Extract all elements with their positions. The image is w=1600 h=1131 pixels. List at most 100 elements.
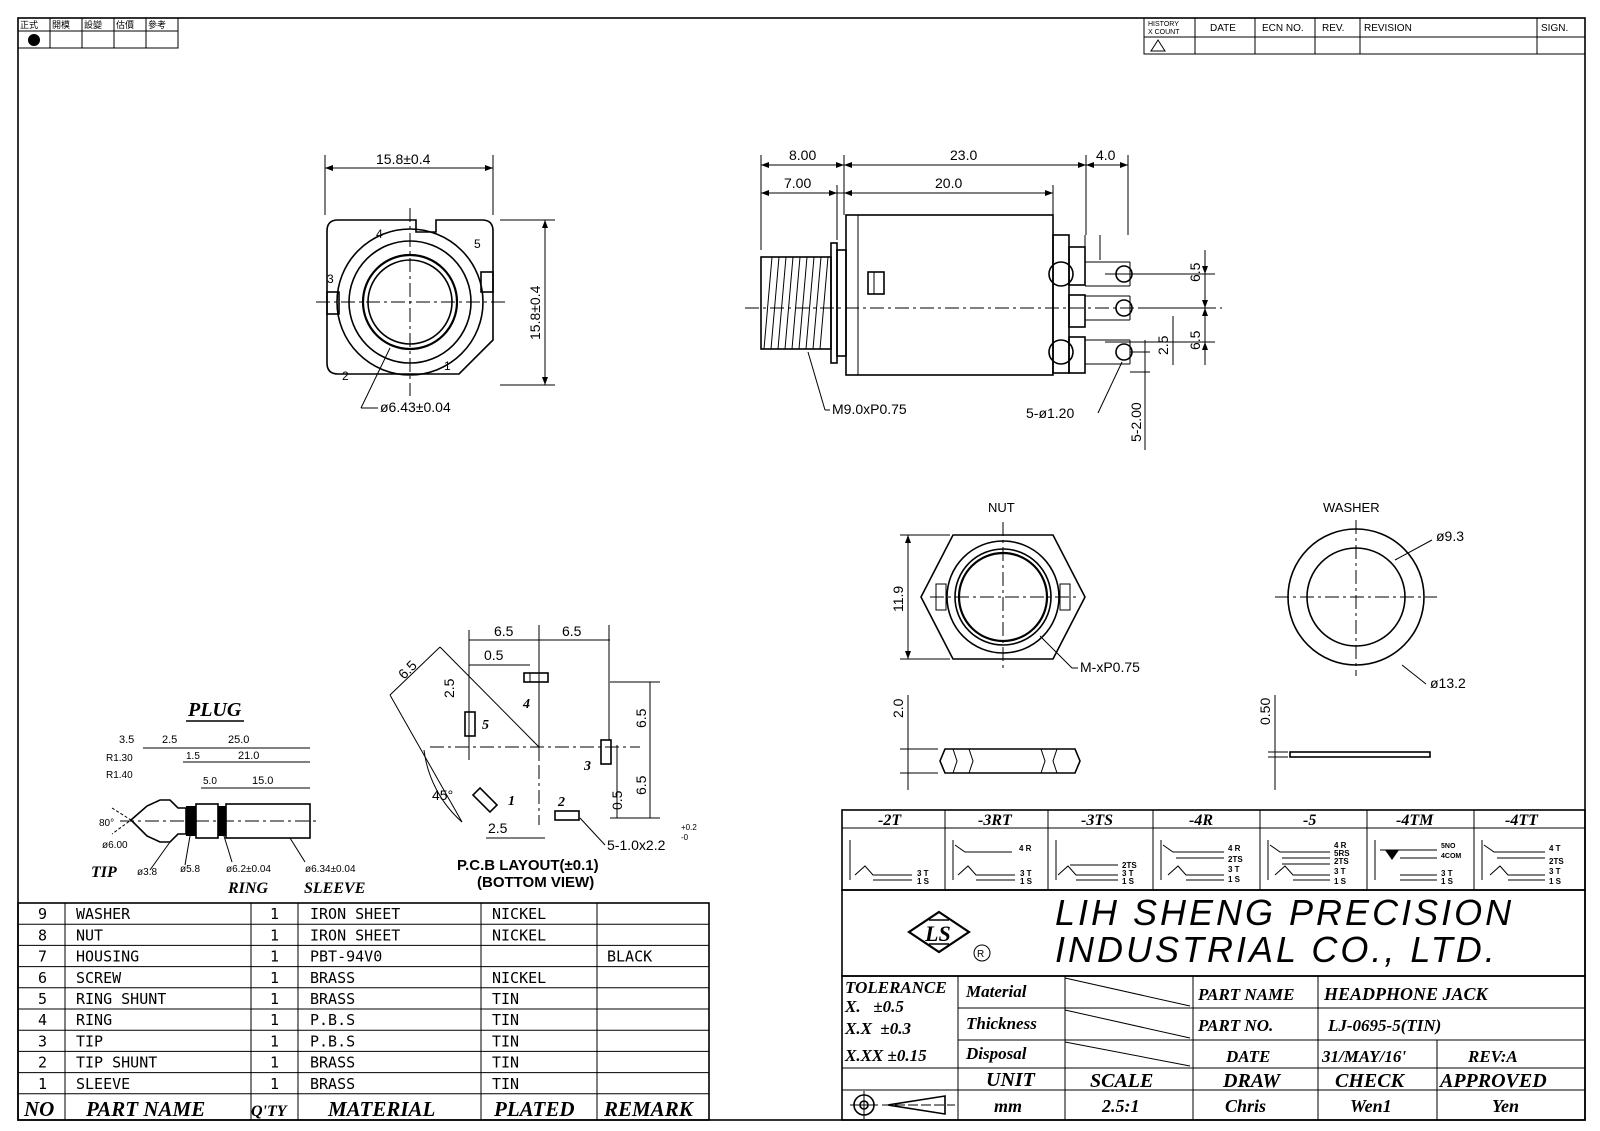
- pcb-slots-dim: 5-1.0x2.2: [607, 837, 666, 853]
- bom-cell-r6-c0: 3: [38, 1032, 47, 1050]
- schem-3-pin-3: 1 S: [1228, 875, 1241, 884]
- schem-4-pin-2: 2TS: [1334, 857, 1349, 866]
- bom-cell-r4-c1: RING SHUNT: [76, 990, 166, 1008]
- history-label: HISTORY: [1148, 21, 1179, 28]
- schem-code-4: -5: [1303, 812, 1316, 829]
- date-label: DATE: [1225, 1047, 1270, 1066]
- pcb-dim-6.5c: 6.5: [395, 657, 420, 682]
- bom-cell-r8-c0: 1: [38, 1075, 47, 1093]
- bom-cell-r3-c4: NICKEL: [492, 969, 546, 987]
- schem-0-pin-0: 3 T: [917, 869, 929, 878]
- material-label: Material: [965, 982, 1027, 1001]
- front-pin-3: 3: [327, 272, 334, 286]
- bom-cell-r0-c3: IRON SHEET: [310, 905, 400, 923]
- stamp-label-3: 估價: [116, 19, 134, 30]
- plug-dim-3.5: 3.5: [119, 734, 134, 746]
- draw-value: Chris: [1225, 1096, 1266, 1116]
- bom-header-1: PART NAME: [85, 1097, 205, 1121]
- revision-col: REVISION: [1364, 23, 1412, 34]
- pcb-dim-6.5d: 6.5: [633, 708, 649, 728]
- nut-thickness-dim: 2.0: [890, 698, 906, 718]
- plug-tip-label: TIP: [91, 864, 117, 881]
- part-name-value: HEADPHONE JACK: [1323, 984, 1490, 1004]
- tolerance-x: X. ±0.5: [844, 997, 904, 1016]
- schematics-strip: -2T -3RT -3TS -4R -5 -4TM -4TT 3 T 1 S 4…: [841, 809, 1586, 891]
- plug-dim-25: 25.0: [228, 734, 249, 746]
- bom-cell-r5-c2: 1: [270, 1011, 279, 1029]
- revision-block: HISTORY X COUNT DATE ECN NO. REV. REVISI…: [1143, 17, 1586, 55]
- thickness-label: Thickness: [966, 1014, 1037, 1033]
- bom-cell-r0-c0: 9: [38, 905, 47, 923]
- bom-cell-r2-c3: PBT-94V0: [310, 948, 382, 966]
- side-dim-5-2.00: 5-2.00: [1128, 402, 1144, 442]
- pcb-pin-1: 1: [508, 794, 515, 809]
- bom-cell-r5-c0: 4: [38, 1011, 47, 1029]
- stamp-label-2: 設變: [84, 19, 102, 30]
- side-dim-6.5a: 6.5: [1187, 262, 1203, 282]
- schem-2-pin-0: 2TS: [1122, 861, 1137, 870]
- bom-cell-r7-c1: TIP SHUNT: [76, 1054, 157, 1072]
- disposal-label: Disposal: [965, 1044, 1027, 1063]
- plug-ring-label: RING: [227, 880, 268, 897]
- company-logo-text: LS: [924, 921, 951, 946]
- schem-code-0: -2T: [878, 812, 902, 829]
- rev-col: REV.: [1322, 23, 1344, 34]
- plug-dim-21: 21.0: [238, 750, 259, 762]
- schem-code-3: -4R: [1189, 812, 1213, 829]
- tolerance-label: TOLERANCE: [845, 978, 947, 997]
- pcb-angle: 45°: [432, 787, 453, 803]
- date-col: DATE: [1210, 23, 1236, 34]
- front-height-dim: 15.8±0.4: [527, 285, 543, 340]
- pcb-pin-4: 4: [522, 697, 530, 712]
- bom-cell-r1-c1: NUT: [76, 926, 103, 944]
- bom-cell-r3-c3: BRASS: [310, 969, 355, 987]
- tolerance-xxx: X.XX ±0.15: [844, 1046, 927, 1065]
- side-dim-23: 23.0: [950, 147, 977, 163]
- bom-header-0: NO: [23, 1097, 54, 1121]
- bom-cell-r5-c1: RING: [76, 1011, 112, 1029]
- bom-cell-r8-c1: SLEEVE: [76, 1075, 130, 1093]
- bom-cell-r1-c4: NICKEL: [492, 926, 546, 944]
- pcb-tol-up: +0.2: [681, 823, 697, 832]
- bom-header-4: PLATED: [493, 1097, 575, 1121]
- bom-cell-r0-c2: 1: [270, 905, 279, 923]
- bom-cell-r2-c0: 7: [38, 948, 47, 966]
- stamp-box: 正式 開模 設變 估價 參考: [17, 17, 179, 49]
- plug-d38: ø3.8: [137, 867, 157, 878]
- bom-header-5: REMARK: [603, 1097, 695, 1121]
- company-logo: [907, 910, 971, 954]
- approved-label: APPROVED: [1438, 1070, 1547, 1092]
- plug-dim-5: 5.0: [203, 776, 217, 787]
- pcb-dim-6.5a: 6.5: [494, 623, 514, 639]
- bom-cell-r8-c2: 1: [270, 1075, 279, 1093]
- plug-d634: ø6.34±0.04: [305, 864, 356, 875]
- stamp-label-4: 參考: [148, 19, 166, 30]
- pcb-layout: 6.5 6.5 0.5 2.5 6.5 45° 4 5 3 2 1 6.5 6.…: [389, 623, 697, 891]
- bom-cell-r7-c3: BRASS: [310, 1054, 355, 1072]
- bom-cell-r4-c0: 5: [38, 990, 47, 1008]
- pcb-dim-2.5a: 2.5: [441, 678, 457, 698]
- bom-cell-r1-c0: 8: [38, 926, 47, 944]
- unit-label: UNIT: [986, 1069, 1036, 1091]
- schem-5-pin-2: 3 T: [1441, 869, 1453, 878]
- washer-thickness-dim: 0.50: [1257, 698, 1273, 725]
- bom-cell-r1-c2: 1: [270, 926, 279, 944]
- xcount-label: X COUNT: [1148, 29, 1180, 36]
- company-reg-mark: R: [977, 949, 984, 960]
- schem-5-pin-1: 4COM: [1441, 853, 1461, 860]
- nut-view: NUT 11.9 M-xP0.75 2.0: [890, 500, 1140, 790]
- pcb-dim-0.5a: 0.5: [484, 647, 504, 663]
- pcb-dim-2.5b: 2.5: [488, 820, 508, 836]
- schem-6-pin-1: 2TS: [1549, 857, 1564, 866]
- bom-cell-r4-c2: 1: [270, 990, 279, 1008]
- schem-code-1: -3RT: [978, 812, 1013, 829]
- bom-cell-r3-c2: 1: [270, 969, 279, 987]
- ecn-col: ECN NO.: [1262, 23, 1304, 34]
- plug-r130: R1.30: [106, 753, 133, 764]
- title-block: TOLERANCE X. ±0.5 X.X ±0.3 X.XX ±0.15 Ma…: [841, 975, 1586, 1121]
- pcb-title: P.C.B LAYOUT(±0.1): [457, 857, 599, 874]
- bom-cell-r6-c3: P.B.S: [310, 1032, 355, 1050]
- date-value: 31/MAY/16': [1321, 1047, 1406, 1066]
- schem-1-pin-2: 1 S: [1020, 877, 1033, 886]
